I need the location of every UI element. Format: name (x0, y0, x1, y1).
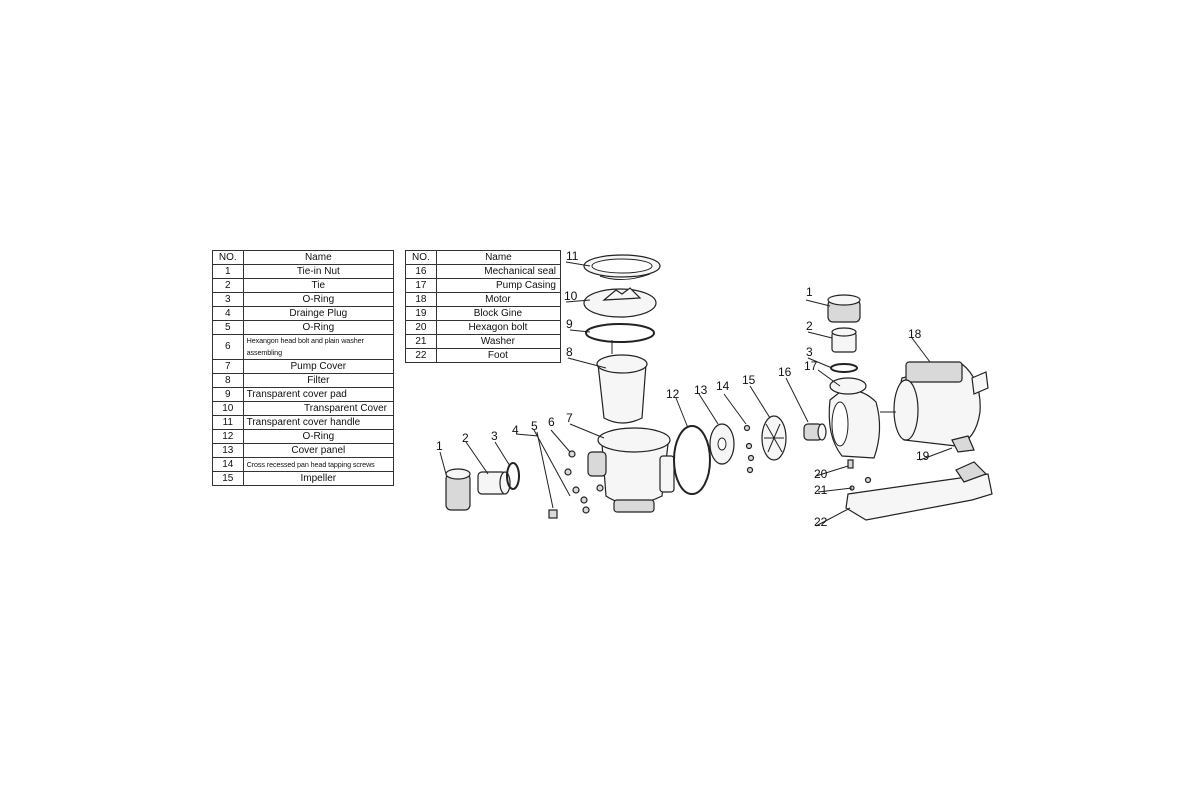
callout-19: 19 (916, 449, 930, 463)
tie-part (477, 471, 511, 495)
callout-3-top: 3 (806, 345, 813, 359)
hexagon-bolt-part (847, 459, 872, 491)
o-ring-part-top (830, 363, 858, 373)
callout-9: 9 (566, 317, 573, 331)
callout-1: 1 (436, 439, 443, 453)
row-name: Foot (435, 348, 562, 363)
bolts-part (564, 450, 604, 514)
callout-15: 15 (742, 373, 756, 387)
pump-cover-part (587, 427, 675, 513)
callout-21: 21 (814, 483, 828, 497)
callout-22: 22 (814, 515, 828, 529)
callout-2-top: 2 (806, 319, 813, 333)
callout-12: 12 (666, 387, 680, 401)
row-name: Hexangon head bolt and plain washer asse… (242, 334, 395, 360)
callout-8: 8 (566, 345, 573, 359)
callout-2: 2 (462, 431, 469, 445)
transparent-cover-handle-part (583, 254, 661, 280)
callout-5: 5 (531, 419, 538, 433)
drain-plug-part (536, 431, 558, 519)
o-ring-part (506, 462, 520, 490)
callout-14: 14 (716, 379, 730, 393)
foot-part (845, 461, 993, 521)
tie-in-nut-part-top (827, 294, 861, 323)
callout-3: 3 (491, 429, 498, 443)
callout-10: 10 (564, 289, 578, 303)
tie-in-nut-part (445, 468, 471, 511)
mechanical-seal-part (803, 423, 827, 441)
callout-11: 11 (566, 249, 579, 263)
callout-13: 13 (694, 383, 708, 397)
callout-6: 6 (548, 415, 555, 429)
pump-casing-part (828, 377, 881, 459)
motor-part (880, 361, 989, 447)
callout-1-top: 1 (806, 285, 813, 299)
tapping-screws-part (743, 424, 755, 474)
callout-16: 16 (778, 365, 792, 379)
callout-20: 20 (814, 467, 828, 481)
callout-7: 7 (566, 411, 573, 425)
cover-panel-part (709, 423, 735, 465)
callout-18: 18 (908, 327, 922, 341)
cover-pad-part (585, 323, 655, 343)
big-o-ring-part (673, 425, 711, 495)
tie-part-top (831, 327, 857, 353)
block-gine-part (951, 435, 975, 453)
table-header-row: NO. Name (405, 250, 562, 265)
impeller-part (761, 415, 787, 461)
callout-4: 4 (512, 423, 519, 437)
leader-lines (439, 261, 953, 527)
row-name: Impeller (242, 471, 395, 486)
transparent-cover-part (583, 287, 657, 318)
row-no: 15 (212, 471, 244, 486)
filter-part (596, 340, 648, 424)
callout-17: 17 (804, 359, 818, 373)
